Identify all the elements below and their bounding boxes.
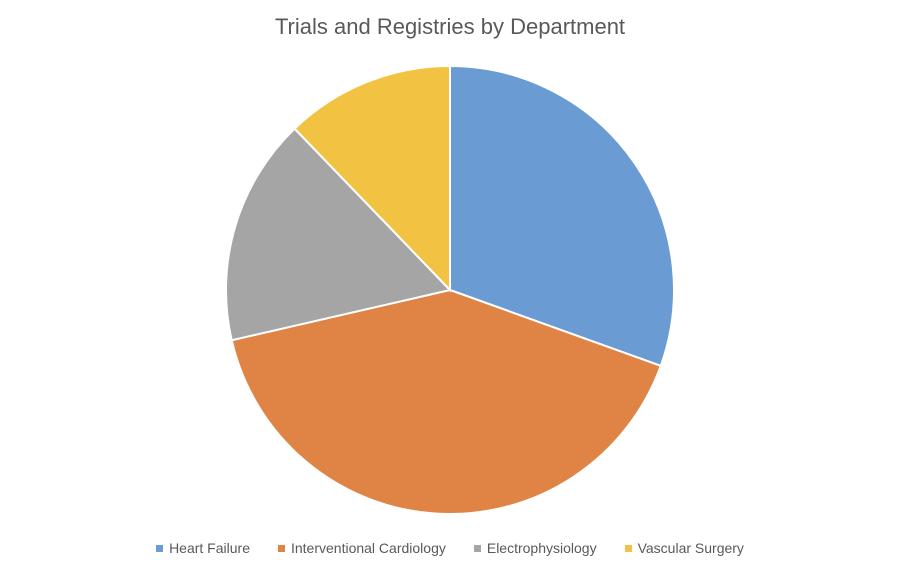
legend-label: Interventional Cardiology (290, 540, 446, 556)
chart-title: Trials and Registries by Department (274, 14, 626, 39)
legend-swatch (156, 544, 164, 552)
legend-item: Heart Failure (156, 540, 250, 556)
legend-item: Interventional Cardiology (277, 540, 446, 556)
pie-slice-vascular-surgery (293, 64, 451, 293)
pie-slice-interventional-cardiology (230, 288, 663, 515)
legend-swatch (473, 544, 481, 552)
legend-swatch (277, 544, 285, 552)
legend-swatch (624, 544, 632, 552)
pie-slice-heart-failure (449, 64, 675, 368)
legend: Heart Failure Interventional Cardiology El… (0, 540, 900, 556)
legend-label: Vascular Surgery (637, 540, 744, 556)
legend-label: Electrophysiology (486, 540, 597, 556)
legend-item: Electrophysiology (473, 540, 597, 556)
pie-slice-electrophysiology (225, 127, 452, 342)
legend-item: Vascular Surgery (624, 540, 744, 556)
legend-label: Heart Failure (169, 540, 250, 556)
